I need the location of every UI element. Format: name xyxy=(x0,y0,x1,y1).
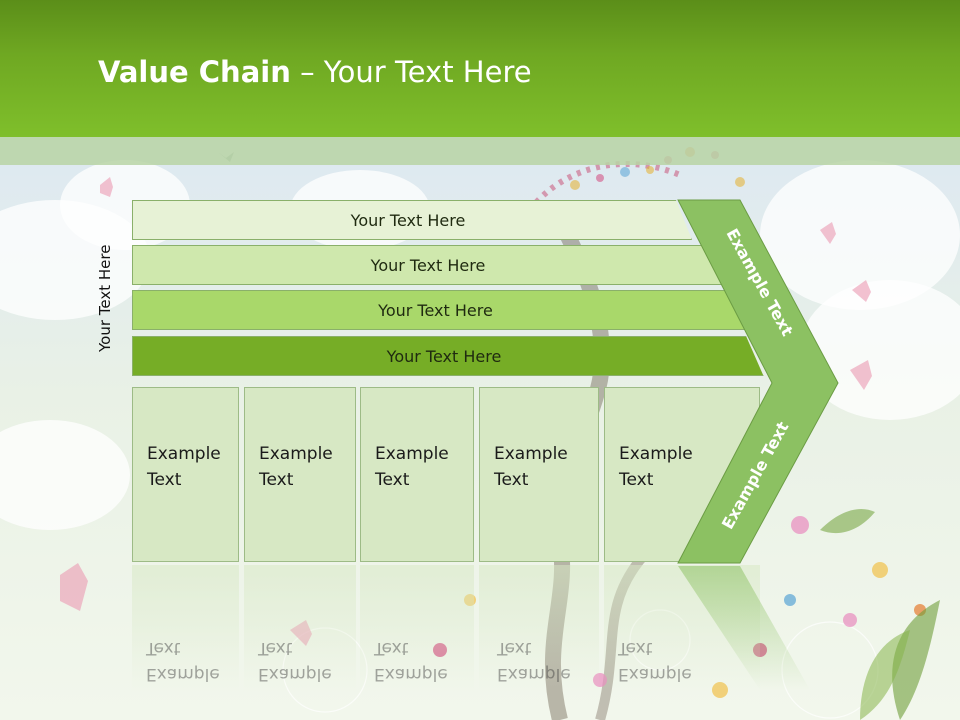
reflection-text: Example Text xyxy=(258,635,332,687)
activity-column-4: Example Text xyxy=(479,387,599,562)
activity-text-line: Example xyxy=(375,444,449,464)
reflection-line: Text xyxy=(497,638,532,658)
header-band xyxy=(0,137,960,165)
header-bar xyxy=(0,0,960,137)
support-bar-label: Your Text Here xyxy=(378,300,493,320)
reflection-line: Example xyxy=(146,664,220,684)
activity-text-line: Text xyxy=(494,470,529,490)
activity-text-line: Text xyxy=(619,470,654,490)
support-bar-label: Your Text Here xyxy=(370,255,486,275)
reflection-line: Text xyxy=(258,638,293,658)
title-bold: Value Chain xyxy=(98,55,291,89)
support-bar-1: Your Text Here xyxy=(132,200,692,240)
reflection-line: Text xyxy=(618,638,653,658)
support-bar-4: Your Text Here xyxy=(132,336,764,376)
cloud-decoration xyxy=(0,420,130,530)
support-bar-label: Your Text Here xyxy=(350,210,466,230)
activity-column-1: Example Text xyxy=(132,387,239,562)
column-reflection xyxy=(360,565,474,705)
reflection-text: Example Text xyxy=(374,635,448,687)
reflection-line: Text xyxy=(374,638,409,658)
activity-text-line: Text xyxy=(375,470,410,490)
reflection-line: Example xyxy=(618,664,692,684)
activity-column-3: Example Text xyxy=(360,387,474,562)
support-bar-2: Your Text Here xyxy=(132,245,732,285)
reflection-line: Example xyxy=(497,664,571,684)
column-reflection xyxy=(479,565,599,705)
chevron-shape xyxy=(677,199,839,564)
reflection-text: Example Text xyxy=(497,635,571,687)
column-reflection xyxy=(244,565,356,705)
support-bar-label: Your Text Here xyxy=(386,346,502,366)
activity-text-line: Example xyxy=(619,444,693,464)
slide-title: Value Chain – Your Text Here xyxy=(98,55,532,89)
activity-text-line: Text xyxy=(259,470,294,490)
activity-text-line: Example xyxy=(147,444,221,464)
activity-column-2: Example Text xyxy=(244,387,356,562)
activity-text-line: Text xyxy=(147,470,182,490)
reflection-text: Example Text xyxy=(618,635,692,687)
title-rest: – Your Text Here xyxy=(290,55,532,89)
reflection-line: Text xyxy=(146,638,181,658)
activity-text-line: Example xyxy=(494,444,568,464)
reflection-line: Example xyxy=(258,664,332,684)
column-reflection xyxy=(132,565,239,705)
support-bar-3: Your Text Here xyxy=(132,290,747,330)
reflection-line: Example xyxy=(374,664,448,684)
reflection-text: Example Text xyxy=(146,635,220,687)
activity-text-line: Example xyxy=(259,444,333,464)
